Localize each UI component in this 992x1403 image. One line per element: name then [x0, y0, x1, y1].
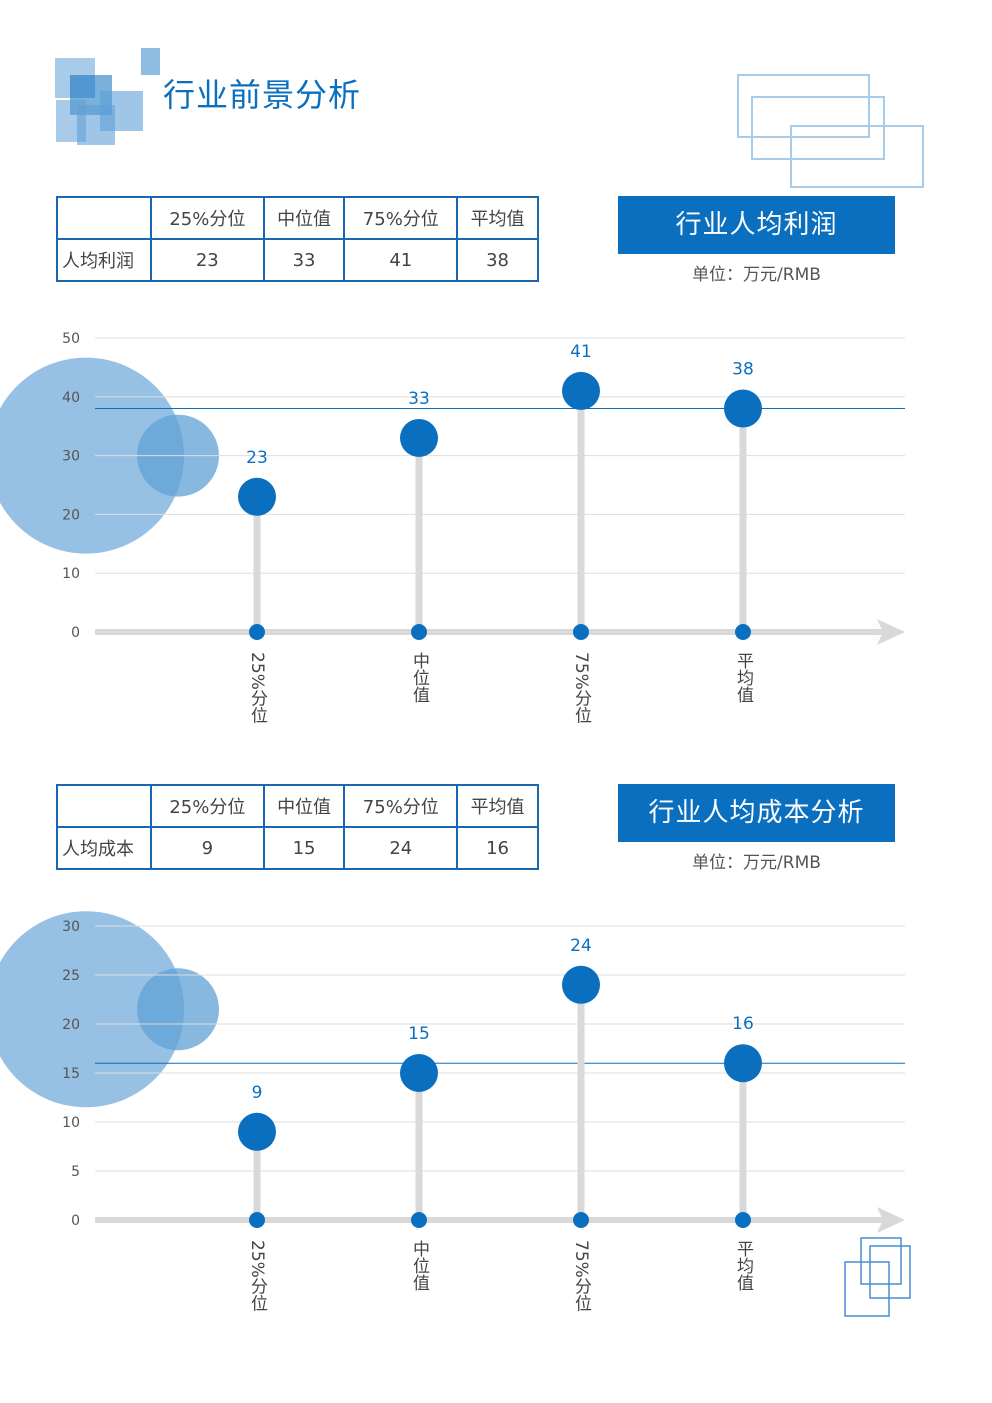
y-tick-label: 20: [62, 1017, 80, 1033]
section-banner-cost: 行业人均成本分析: [618, 784, 895, 842]
axis-dot: [411, 624, 427, 640]
table-header-cell: 平均值: [456, 784, 539, 828]
unit-label-profit: 单位：万元/RMB: [692, 265, 821, 285]
category-label: 25%分位: [247, 652, 268, 724]
table-cell: 15: [262, 826, 346, 870]
page-title: 行业前景分析: [163, 76, 362, 114]
decorative-bubble-small: [137, 968, 219, 1051]
data-label: 15: [408, 1024, 430, 1044]
decorative-bubble-large: [0, 911, 184, 1108]
y-tick-label: 10: [62, 1115, 80, 1131]
profit-table: 25%分位 中位值 75%分位 平均值 人均利润 23 33 41 38: [56, 196, 539, 282]
axis-dot: [573, 1212, 589, 1228]
data-point: [562, 965, 600, 1004]
data-point: [238, 1112, 276, 1151]
decorative-frames-top-right: [737, 74, 924, 188]
table-cell: 38: [456, 238, 539, 282]
table-cell: 16: [456, 826, 539, 870]
table-header-cell: 25%分位: [150, 784, 265, 828]
axis-dot: [573, 624, 589, 640]
axis-dot: [735, 624, 751, 640]
y-tick-label: 25: [62, 968, 80, 984]
category-label: 平均值: [733, 1240, 754, 1291]
axis-dot: [411, 1212, 427, 1228]
data-label: 16: [732, 1014, 754, 1034]
table-cell: 24: [343, 826, 459, 870]
y-tick-label: 0: [71, 1213, 80, 1229]
data-point: [562, 371, 600, 410]
y-tick-label: 5: [71, 1164, 80, 1180]
data-point: [238, 477, 276, 516]
table-cell: 9: [150, 826, 265, 870]
table-header-cell: 75%分位: [343, 196, 459, 240]
category-label: 平均值: [733, 652, 754, 703]
unit-label-cost: 单位：万元/RMB: [692, 853, 821, 873]
table-header-cell: 中位值: [262, 784, 346, 828]
data-label: 33: [408, 389, 430, 409]
x-axis-arrow: [877, 619, 905, 645]
table-cell: 23: [150, 238, 265, 282]
profit-lollipop-chart: 0 10 20 30 40 50 23 25%分位 33 中位值 41 75%分位 38 平均值: [0, 331, 905, 724]
table-row: 人均利润 23 33 41 38: [56, 238, 539, 282]
data-label: 38: [732, 360, 754, 380]
x-axis-arrow: [877, 1207, 905, 1233]
table-corner-cell: [56, 196, 152, 240]
y-tick-label: 20: [62, 507, 80, 523]
table-header-cell: 中位值: [262, 196, 346, 240]
decorative-bubble-large: [0, 357, 184, 554]
category-label: 中位值: [409, 1240, 430, 1291]
section-banner-profit: 行业人均利润: [618, 196, 895, 254]
data-label: 24: [570, 936, 592, 956]
table-cell: 33: [262, 238, 346, 282]
table-row-label: 人均利润: [56, 238, 152, 282]
data-label: 9: [252, 1083, 263, 1103]
y-tick-label: 50: [62, 331, 80, 347]
table-corner-cell: [56, 784, 152, 828]
data-point: [724, 389, 762, 428]
data-point: [400, 418, 438, 457]
axis-dot: [249, 1212, 265, 1228]
data-point: [400, 1054, 438, 1092]
table-header-row: 25%分位 中位值 75%分位 平均值: [56, 196, 539, 240]
table-header-cell: 25%分位: [150, 196, 265, 240]
category-label: 25%分位: [247, 1240, 268, 1312]
data-label: 23: [246, 448, 268, 468]
axis-dot: [735, 1212, 751, 1228]
data-label: 41: [570, 342, 592, 362]
y-tick-label: 10: [62, 566, 80, 582]
decorative-squares-top-left: [55, 48, 160, 145]
table-row: 人均成本 9 15 24 16: [56, 826, 539, 870]
category-label: 中位值: [409, 652, 430, 703]
table-header-cell: 平均值: [456, 196, 539, 240]
y-tick-label: 0: [71, 625, 80, 641]
axis-dot: [249, 624, 265, 640]
table-header-row: 25%分位 中位值 75%分位 平均值: [56, 784, 539, 828]
category-label: 75%分位: [571, 652, 592, 724]
cost-lollipop-chart: 0 5 10 15 20 25 30 9 25%分位 15 中位值 24 75%分位 16 平均值: [0, 911, 905, 1312]
y-tick-label: 30: [62, 449, 80, 465]
y-tick-label: 40: [62, 390, 80, 406]
data-point: [724, 1044, 762, 1083]
table-header-cell: 75%分位: [343, 784, 459, 828]
y-tick-label: 30: [62, 919, 80, 935]
cost-table: 25%分位 中位值 75%分位 平均值 人均成本 9 15 24 16: [56, 784, 539, 870]
category-label: 75%分位: [571, 1240, 592, 1312]
table-cell: 41: [343, 238, 459, 282]
decorative-frames-bottom-right: [844, 1237, 911, 1317]
y-tick-label: 15: [62, 1066, 80, 1082]
table-row-label: 人均成本: [56, 826, 152, 870]
